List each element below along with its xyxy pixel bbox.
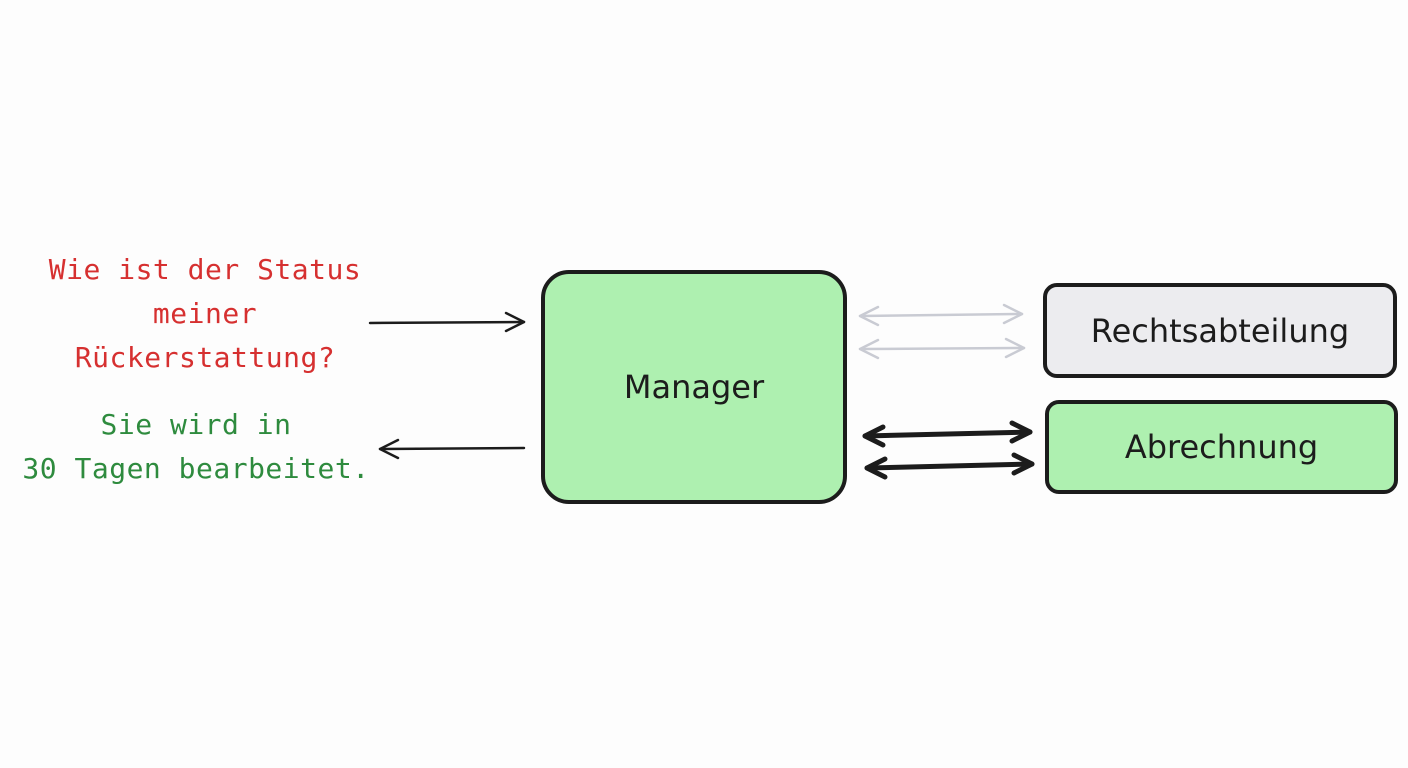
question-text: Wie ist der Status meiner Rückerstattung… [10,248,400,380]
billing-node: Abrechnung [1045,400,1398,494]
manager-billing-arrow-1-head-end [1009,420,1033,444]
manager-billing-arrow-1-head-start [862,424,886,448]
manager-legal-arrow-2-shaft [858,346,1026,351]
manager-billing-arrow-2-shaft [864,461,1035,471]
manager-legal-arrow-2-head-end [1004,337,1026,359]
answer-text: Sie wird in 30 Tagen bearbeitet. [0,403,392,491]
question-line-1: Wie ist der Status [48,253,362,286]
question-line-2: meiner [152,297,258,330]
manager-billing-arrow-1-shaft [862,429,1033,439]
manager-legal-arrow-1-head-start [858,305,880,327]
manager-node: Manager [541,270,847,504]
answer-line-1: Sie wird in [100,408,292,441]
legal-department-node: Rechtsabteilung [1043,283,1397,378]
manager-legal-arrow-1-head-end [1002,303,1024,325]
manager-to-answer-arrow-shaft [378,446,526,451]
manager-legal-arrow-2-head-start [858,338,880,360]
question-to-manager-arrow-head-end [504,311,526,333]
billing-label: Abrechnung [1124,428,1319,466]
manager-legal-arrow-1-shaft [858,312,1024,318]
manager-billing-arrow-2-head-start [864,456,888,480]
question-line-3: Rückerstattung? [74,341,336,374]
legal-department-label: Rechtsabteilung [1090,311,1350,350]
answer-line-2: 30 Tagen bearbeitet. [22,452,370,485]
manager-billing-arrow-2-head-end [1011,452,1035,476]
manager-label: Manager [623,368,765,406]
